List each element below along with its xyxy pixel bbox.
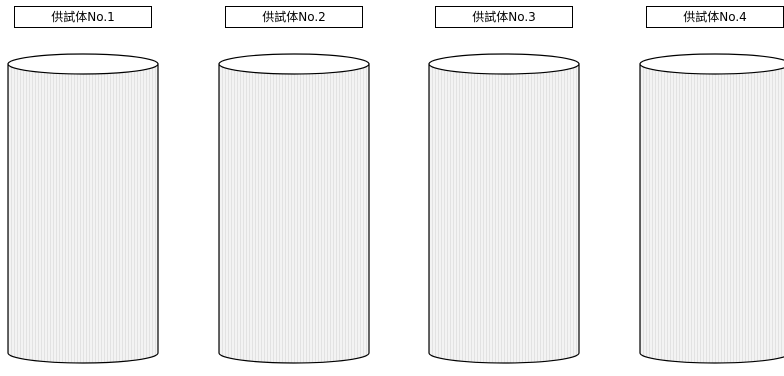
specimen-3: 供試体No.3 <box>428 0 580 376</box>
specimen-label: 供試体No.1 <box>14 6 152 28</box>
specimen-2: 供試体No.2 <box>218 0 370 376</box>
cylinder-body <box>428 63 580 364</box>
cylinder-body <box>7 63 159 364</box>
cylinder-top <box>428 53 580 75</box>
specimen-label: 供試体No.4 <box>646 6 784 28</box>
specimen-label: 供試体No.3 <box>435 6 573 28</box>
cylinder-shape <box>639 53 784 364</box>
specimen-4: 供試体No.4 <box>639 0 784 376</box>
cylinder-shape <box>7 53 159 364</box>
cylinder-top <box>639 53 784 75</box>
cylinder-body <box>639 63 784 364</box>
cylinder-body <box>218 63 370 364</box>
specimen-1: 供試体No.1 <box>7 0 159 376</box>
specimen-label: 供試体No.2 <box>225 6 363 28</box>
cylinder-shape <box>428 53 580 364</box>
cylinder-shape <box>218 53 370 364</box>
cylinder-top <box>7 53 159 75</box>
cylinder-top <box>218 53 370 75</box>
